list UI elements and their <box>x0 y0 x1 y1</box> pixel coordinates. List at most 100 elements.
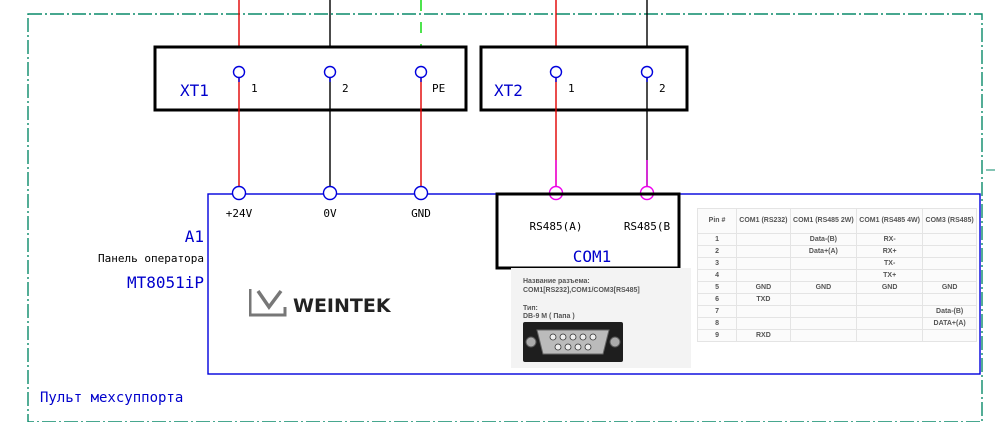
xt2-terminal-1-label: 1 <box>568 82 575 95</box>
table-cell: 6 <box>696 293 738 306</box>
table-cell: 2 <box>696 245 738 258</box>
table-cell <box>922 329 977 342</box>
xt1-terminal-2-label: 2 <box>342 82 349 95</box>
connector-name-label: Название разъема: <box>523 278 590 285</box>
table-cell: TX- <box>856 257 924 270</box>
panel-terminal-24v <box>231 185 247 201</box>
table-cell: Data+(A) <box>789 245 858 258</box>
table-cell: TXD <box>736 293 791 306</box>
panel-terminal-gnd <box>413 185 429 201</box>
table-row: 1 Data-(B)RX- <box>696 233 977 246</box>
table-cell <box>789 293 858 306</box>
xt1-block <box>153 45 468 112</box>
table-row: 3 TX- <box>696 257 977 270</box>
xt1-terminal-1 <box>232 65 246 79</box>
pin-table-header: COM1 (RS485 2W) <box>789 208 858 234</box>
weintek-logo: WEINTEK <box>248 285 419 325</box>
pin-table-header: Pin # <box>696 208 738 234</box>
table-cell <box>856 293 924 306</box>
pin-table-header: COM1 (RS232) <box>736 208 791 234</box>
table-cell: DATA+(A) <box>922 317 977 330</box>
table-cell <box>789 329 858 342</box>
db9-connector-photo <box>523 322 623 362</box>
table-cell <box>922 293 977 306</box>
table-cell: GND <box>922 281 977 294</box>
table-cell: RX+ <box>856 245 924 258</box>
xt1-terminal-1-label: 1 <box>251 82 258 95</box>
table-cell: 8 <box>696 317 738 330</box>
db9-connector-icon <box>525 329 621 355</box>
table-cell <box>922 257 977 270</box>
table-cell <box>856 329 924 342</box>
table-cell: GND <box>736 281 791 294</box>
table-cell: RX- <box>856 233 924 246</box>
weintek-logo-text: WEINTEK <box>293 295 392 317</box>
pin-table-header-row: Pin # COM1 (RS232) COM1 (RS485 2W) COM1 … <box>696 208 977 234</box>
weintek-logo-icon: WEINTEK <box>248 289 392 317</box>
table-cell <box>856 317 924 330</box>
table-cell <box>736 317 791 330</box>
com1-terminal-b-label: RS485(B <box>624 220 671 233</box>
panel-terminal-0v-label: 0V <box>323 207 337 220</box>
com1-terminal-a-label: RS485(A) <box>530 220 583 233</box>
table-cell <box>922 233 977 246</box>
table-cell <box>922 245 977 258</box>
table-cell: 5 <box>696 281 738 294</box>
table-cell <box>856 305 924 318</box>
panel-terminal-gnd-label: GND <box>411 207 431 220</box>
table-cell <box>736 257 791 270</box>
table-cell: 1 <box>696 233 738 246</box>
connector-type-value: DB-9 M ( Папа ) <box>523 313 575 320</box>
xt2-terminal-2-label: 2 <box>659 82 666 95</box>
table-cell <box>789 269 858 282</box>
xt1-terminal-2 <box>323 65 337 79</box>
connector-type-label: Тип: <box>523 305 538 312</box>
table-cell: Data-(B) <box>789 233 858 246</box>
enclosure-frame <box>27 13 983 422</box>
table-cell <box>789 305 858 318</box>
connector-name-value: COM1[RS232],COM1/COM3[RS485] <box>523 287 640 294</box>
table-cell <box>736 245 791 258</box>
table-cell <box>736 305 791 318</box>
pin-table-header: COM1 (RS485 4W) <box>856 208 924 234</box>
panel-description: Панель оператора <box>98 252 204 265</box>
table-cell: GND <box>789 281 858 294</box>
xt2-terminal-1 <box>549 65 563 79</box>
xt2-block <box>479 45 689 112</box>
table-cell: 4 <box>696 269 738 282</box>
table-cell <box>736 269 791 282</box>
pin-table-header: COM3 (RS485) <box>922 208 977 234</box>
xt1-terminal-pe-label: PE <box>432 82 445 95</box>
table-row: 8 DATA+(A) <box>696 317 977 330</box>
table-row: 7 Data-(B) <box>696 305 977 318</box>
xt2-terminal-2 <box>640 65 654 79</box>
panel-terminal-0v <box>322 185 338 201</box>
table-cell: 9 <box>696 329 738 342</box>
table-cell: 7 <box>696 305 738 318</box>
table-cell: TX+ <box>856 269 924 282</box>
pin-table: Pin # COM1 (RS232) COM1 (RS485 2W) COM1 … <box>696 208 977 342</box>
table-row: 4 TX+ <box>696 269 977 282</box>
table-cell <box>736 233 791 246</box>
table-cell <box>789 257 858 270</box>
table-cell: RXD <box>736 329 791 342</box>
table-row: 2 Data+(A)RX+ <box>696 245 977 258</box>
connector-info-panel: Название разъема: COM1[RS232],COM1/COM3[… <box>511 268 691 368</box>
table-cell <box>789 317 858 330</box>
panel-terminal-24v-label: +24V <box>226 207 253 220</box>
table-cell: GND <box>856 281 924 294</box>
panel-designator: A1 <box>185 227 204 246</box>
com1-label: COM1 <box>573 247 612 266</box>
panel-model: MT8051iP <box>127 273 204 292</box>
table-cell <box>922 269 977 282</box>
table-cell: Data-(B) <box>922 305 977 318</box>
enclosure-label: Пульт мехсуппорта <box>40 390 183 406</box>
xt1-label: XT1 <box>180 81 209 100</box>
table-cell: 3 <box>696 257 738 270</box>
xt1-terminal-pe <box>414 65 428 79</box>
xt2-label: XT2 <box>494 81 523 100</box>
